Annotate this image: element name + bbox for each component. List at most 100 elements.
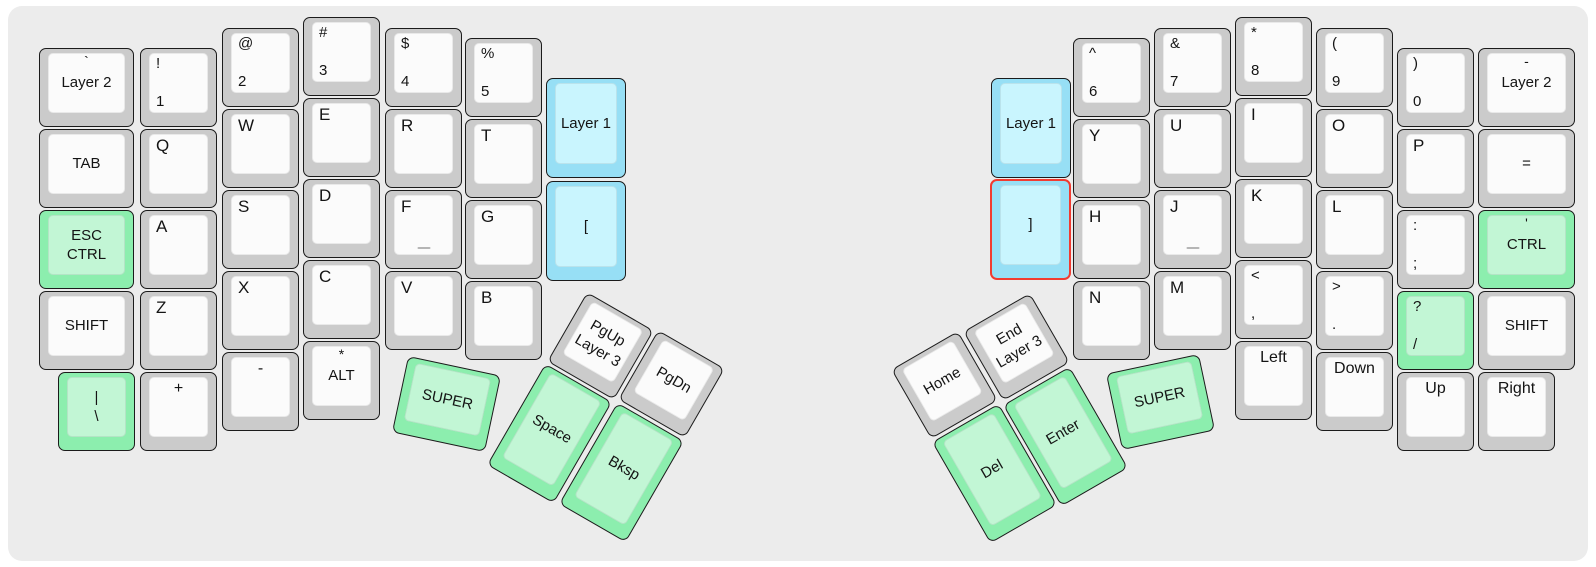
key-left-d[interactable]: D: [303, 179, 380, 258]
key-right-j[interactable]: J: [1154, 190, 1231, 269]
key-right-0[interactable]: )0: [1397, 48, 1474, 127]
key-left-s[interactable]: S: [222, 190, 299, 269]
key-right-period[interactable]: >.: [1316, 271, 1393, 350]
keycap-top: =: [1487, 134, 1566, 194]
keycap-top: ^6: [1082, 43, 1141, 103]
keycap-top: Up: [1406, 377, 1465, 437]
key-right-7[interactable]: &7: [1154, 28, 1231, 107]
key-left-super[interactable]: SUPER: [391, 355, 502, 453]
key-right-arrow-right[interactable]: Right: [1478, 372, 1555, 451]
key-right-equals[interactable]: =: [1478, 129, 1575, 208]
key-left-4[interactable]: $4: [385, 28, 462, 107]
key-left-z[interactable]: Z: [140, 291, 217, 370]
keycap-top: ?/: [1406, 296, 1465, 356]
keycap-top: H: [1082, 205, 1141, 265]
key-left-minus[interactable]: -: [222, 352, 299, 431]
key-left-lbracket[interactable]: [: [546, 181, 626, 281]
key-right-super[interactable]: SUPER: [1105, 353, 1216, 451]
keycap-top: A: [149, 215, 208, 275]
key-left-e[interactable]: E: [303, 98, 380, 177]
keycap-top: F: [394, 195, 453, 255]
key-left-f[interactable]: F: [385, 190, 462, 269]
keycap-top: SUPER: [1115, 360, 1204, 435]
key-right-arrow-down[interactable]: Down: [1316, 352, 1393, 431]
key-left-r[interactable]: R: [385, 109, 462, 188]
key-right-arrow-up[interactable]: Up: [1397, 372, 1474, 451]
key-left-a[interactable]: A: [140, 210, 217, 289]
key-right-h[interactable]: H: [1073, 200, 1150, 279]
key-left-layer1[interactable]: Layer 1: [546, 78, 626, 178]
keycap-top: S: [231, 195, 290, 255]
key-right-semicolon[interactable]: :;: [1397, 210, 1474, 289]
key-right-slash[interactable]: ?/: [1397, 291, 1474, 370]
key-right-u[interactable]: U: [1154, 109, 1231, 188]
key-right-comma[interactable]: <,: [1235, 260, 1312, 339]
key-right-l[interactable]: L: [1316, 190, 1393, 269]
key-left-1[interactable]: !1: [140, 48, 217, 127]
key-left-v[interactable]: V: [385, 271, 462, 350]
key-legend: Y: [1089, 126, 1101, 145]
keycap-top: &7: [1163, 33, 1222, 93]
key-right-shift[interactable]: SHIFT: [1478, 291, 1575, 370]
key-right-8[interactable]: *8: [1235, 17, 1312, 96]
keycap-top: Layer 1: [1000, 83, 1062, 164]
key-legend: )0: [1413, 55, 1422, 111]
keycap-top: W: [231, 114, 290, 174]
keycap-top: `Layer 2: [48, 53, 125, 113]
keycap-top: E: [312, 103, 371, 163]
key-left-w[interactable]: W: [222, 109, 299, 188]
key-left-g[interactable]: G: [465, 200, 542, 279]
keycap-top: PgDn: [632, 338, 715, 422]
key-right-arrow-left[interactable]: Left: [1235, 341, 1312, 420]
key-left-grave-layer2[interactable]: `Layer 2: [39, 48, 134, 127]
keycap-top: P: [1406, 134, 1465, 194]
key-right-n[interactable]: N: [1073, 281, 1150, 360]
key-right-o[interactable]: O: [1316, 109, 1393, 188]
key-left-x[interactable]: X: [222, 271, 299, 350]
key-left-t[interactable]: T: [465, 119, 542, 198]
key-center-label: Layer 2: [1501, 74, 1552, 92]
keycap-top: G: [474, 205, 533, 265]
key-left-c[interactable]: C: [303, 260, 380, 339]
key-left-pipe-backslash[interactable]: |\: [58, 372, 135, 451]
key-left-b[interactable]: B: [465, 281, 542, 360]
key-left-5[interactable]: %5: [465, 38, 542, 117]
keycap-top: Home: [901, 339, 984, 423]
key-right-rbracket[interactable]: ]: [990, 179, 1071, 280]
key-legend: :;: [1413, 217, 1418, 273]
keycap-top: -: [231, 357, 290, 417]
key-right-p[interactable]: P: [1397, 129, 1474, 208]
key-left-shift[interactable]: SHIFT: [39, 291, 134, 370]
key-label: -: [257, 360, 264, 377]
key-right-i[interactable]: I: [1235, 98, 1312, 177]
key-right-6[interactable]: ^6: [1073, 38, 1150, 117]
keycap-top: +: [149, 377, 208, 437]
key-left-q[interactable]: Q: [140, 129, 217, 208]
key-left-star-alt[interactable]: *ALT: [303, 341, 380, 420]
key-center-label: SUPER: [420, 385, 475, 414]
key-legend: N: [1089, 288, 1102, 307]
key-top-label: ': [1525, 215, 1528, 231]
key-center-label: SHIFT: [1504, 317, 1549, 335]
key-left-plus[interactable]: +: [140, 372, 217, 451]
key-left-2[interactable]: @2: [222, 28, 299, 107]
keycap-top: R: [394, 114, 453, 174]
keycap-top: Z: [149, 296, 208, 356]
key-left-3[interactable]: #3: [303, 17, 380, 96]
key-right-y[interactable]: Y: [1073, 119, 1150, 198]
key-right-9[interactable]: (9: [1316, 28, 1393, 107]
key-left-tab[interactable]: TAB: [39, 129, 134, 208]
key-legend: #3: [319, 24, 328, 80]
key-right-quote-ctrl[interactable]: 'CTRL: [1478, 210, 1575, 289]
homing-bar: [417, 246, 430, 249]
key-right-minus-layer2[interactable]: -Layer 2: [1478, 48, 1575, 127]
keycap-top: X: [231, 276, 290, 336]
key-legend: !1: [156, 55, 165, 111]
key-right-layer1[interactable]: Layer 1: [991, 78, 1071, 178]
key-right-m[interactable]: M: [1154, 271, 1231, 350]
key-center-label: TAB: [72, 155, 101, 173]
keycap-top: #3: [312, 22, 371, 82]
key-right-k[interactable]: K: [1235, 179, 1312, 258]
